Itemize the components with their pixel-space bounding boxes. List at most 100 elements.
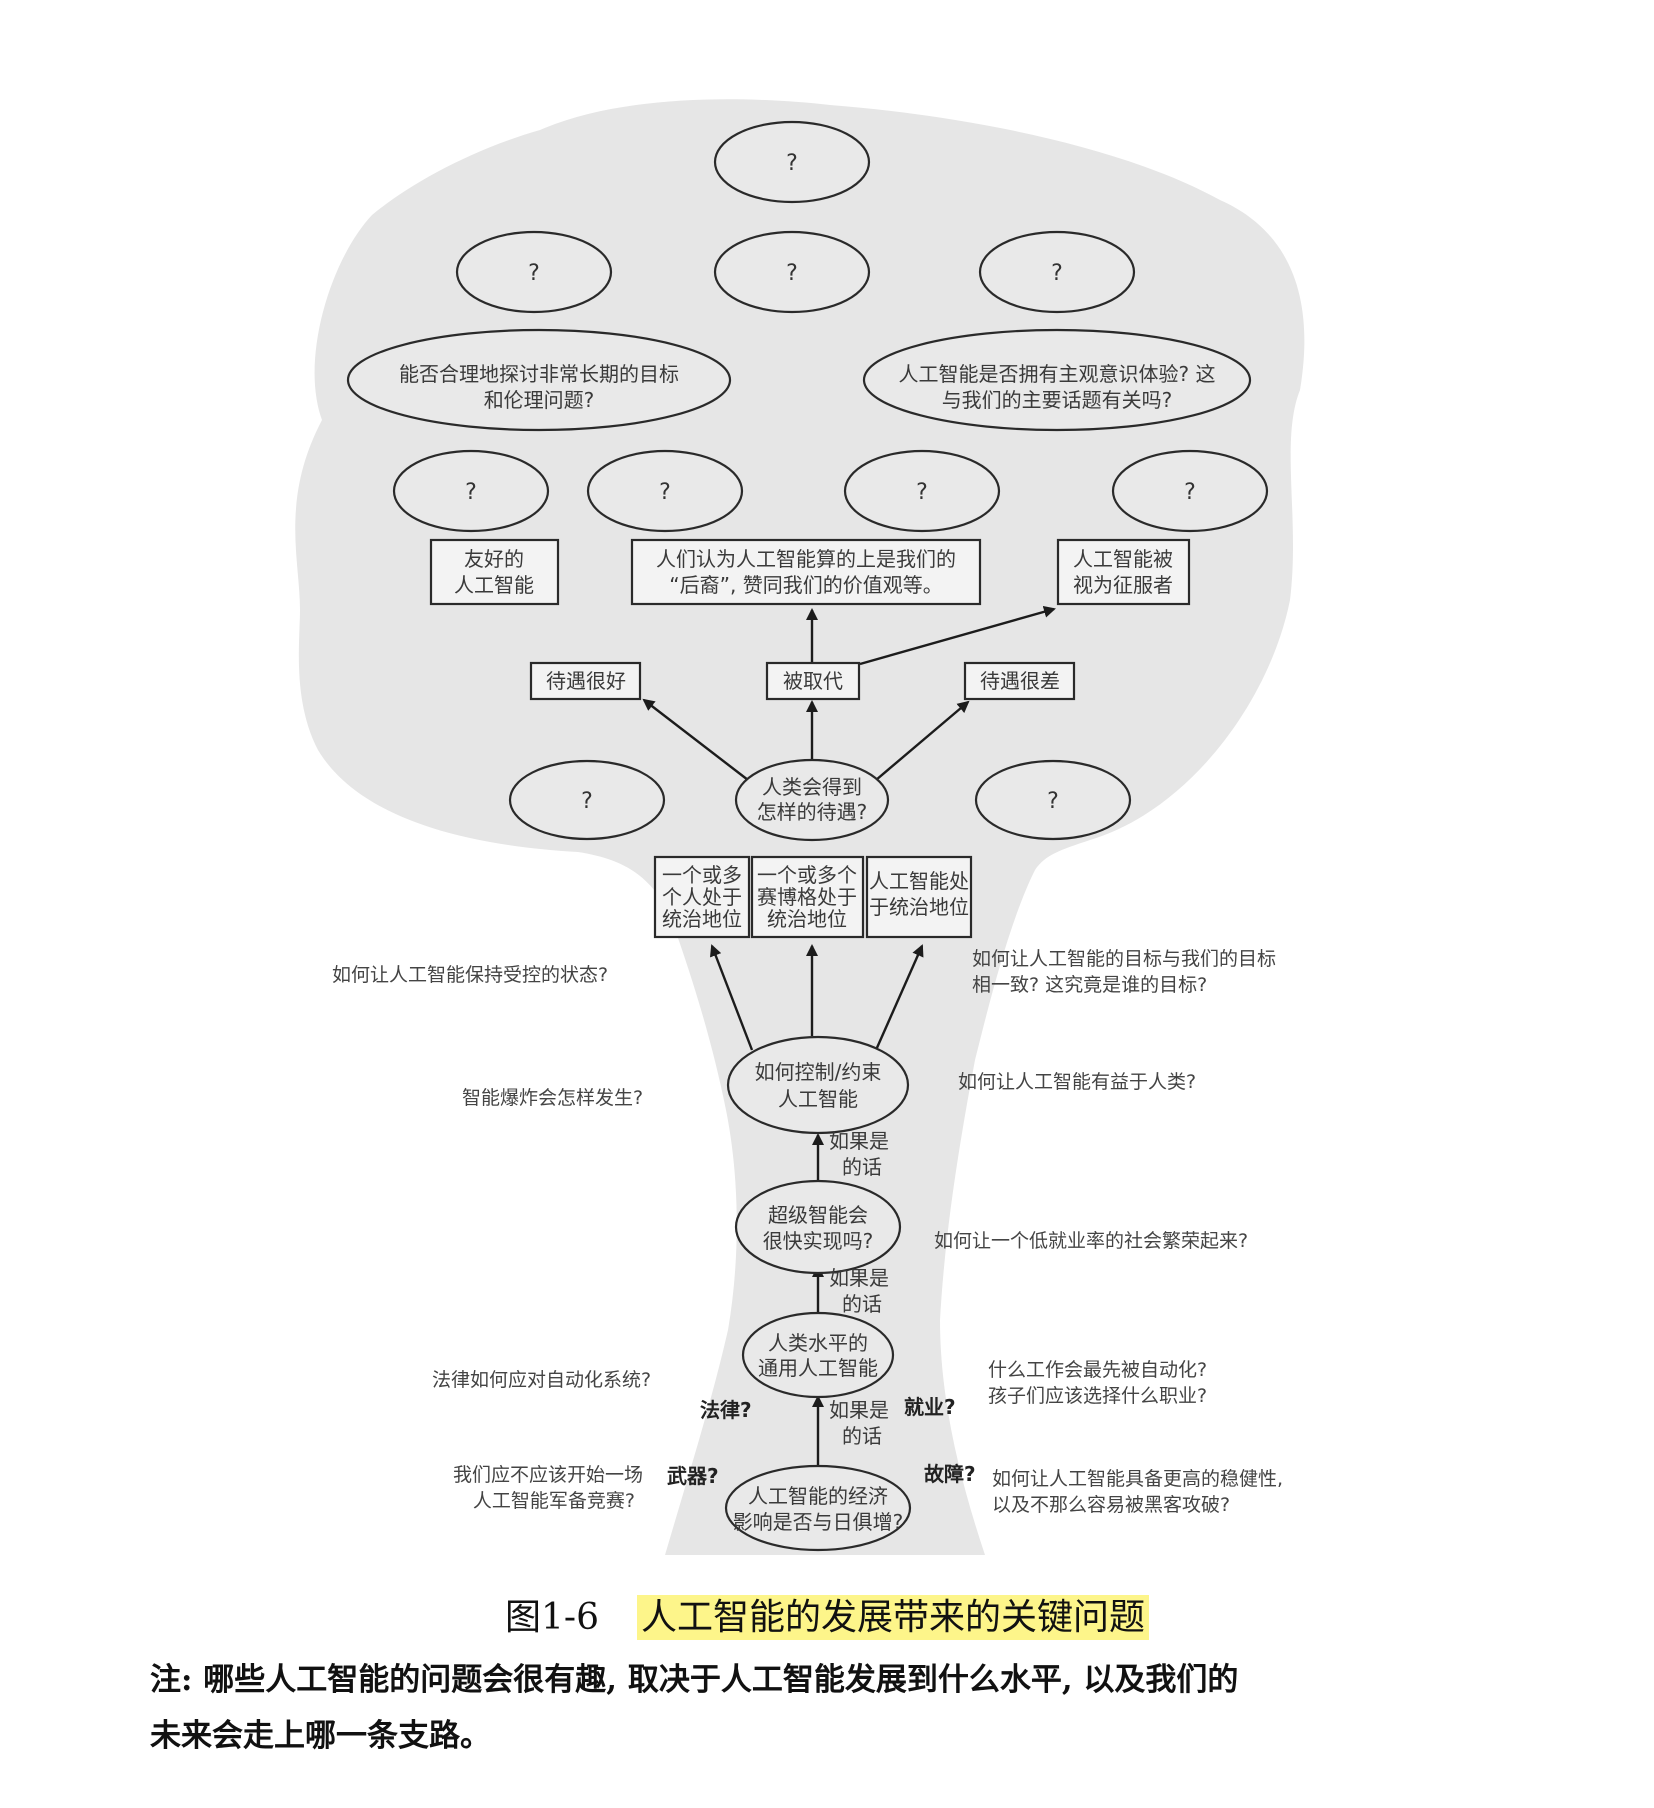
side-question: 法律如何应对自动化系统? <box>432 1369 651 1391</box>
employment-branch-label: 就业? <box>904 1395 956 1419</box>
treated-badly-label: 待遇很差 <box>980 669 1060 693</box>
unknown-question-node <box>455 230 613 314</box>
unknown-question-label: ? <box>1184 480 1196 505</box>
superintelligence-node <box>734 1179 902 1275</box>
unknown-question-label: ? <box>659 480 671 505</box>
arrow-humans-to-treated-badly <box>875 700 970 781</box>
side-question: 我们应不应该开始一场 <box>453 1464 643 1486</box>
unknown-question-label: ? <box>916 480 928 505</box>
figure-caption: 图1-6 人工智能的发展带来的关键问题 <box>0 1588 1654 1640</box>
descendants-box <box>630 538 982 606</box>
unknown-question-node <box>713 120 871 204</box>
unknown-question-label: ? <box>786 151 798 176</box>
economic-impact-node <box>724 1464 912 1552</box>
replaced-box <box>765 661 861 701</box>
humans-dominate-line: 一个或多 <box>662 863 742 887</box>
ai-dominates-box <box>865 855 973 939</box>
replaced-label: 被取代 <box>783 669 843 693</box>
side-question: 如何让人工智能有益于人类? <box>958 1071 1196 1093</box>
side-question: 智能爆炸会怎样发生? <box>462 1087 643 1109</box>
if-so-label: 如果是 <box>829 1129 889 1153</box>
side-question: 以及不那么容易被黑客攻破? <box>992 1494 1230 1516</box>
descendants-line: 人们认为人工智能算的上是我们的 <box>656 547 956 571</box>
ethics-question-node <box>346 328 732 432</box>
unknown-question-label: ? <box>581 789 593 814</box>
side-question: 相一致? 这究竟是谁的目标? <box>972 974 1207 996</box>
if-so-label: 的话 <box>842 1155 882 1179</box>
agi-line: 通用人工智能 <box>758 1356 878 1380</box>
figure-number: 图1-6 <box>505 1597 599 1638</box>
side-question: 如何让人工智能保持受控的状态? <box>332 964 608 986</box>
economic-impact-line: 人工智能的经济 <box>748 1484 888 1508</box>
ethics-question-line: 能否合理地探讨非常长期的目标 <box>399 362 679 386</box>
unknown-question-node <box>586 449 744 533</box>
cyborgs-dominate-line: 一个或多个 <box>757 863 857 887</box>
friendly-ai-line: 友好的 <box>464 547 524 571</box>
unknown-question-node <box>1111 449 1269 533</box>
treated-well-label: 待遇很好 <box>546 669 626 693</box>
unknown-question-label: ? <box>1047 789 1059 814</box>
arrow-replaced-to-conqueror <box>859 605 1056 666</box>
unknown-question-label: ? <box>465 480 477 505</box>
unknown-question-node <box>508 759 666 841</box>
unknown-question-node <box>974 759 1132 841</box>
side-question: 如何让人工智能具备更高的稳健性, <box>992 1468 1283 1490</box>
control-ai-node <box>726 1035 910 1135</box>
ai-dominates-line: 人工智能处 <box>869 869 969 893</box>
side-question: 什么工作会最先被自动化? <box>988 1359 1207 1381</box>
friendly-ai-line: 人工智能 <box>454 573 534 597</box>
economic-impact-line: 影响是否与日俱增? <box>733 1510 904 1534</box>
consciousness-question-node <box>862 328 1252 432</box>
superintelligence-line: 超级智能会 <box>768 1203 868 1227</box>
cyborgs-dominate-line: 赛博格处于 <box>757 885 857 909</box>
conqueror-box <box>1056 538 1191 606</box>
human-treatment-node <box>734 758 890 842</box>
consciousness-question-line: 人工智能是否拥有主观意识体验? 这 <box>899 362 1216 386</box>
humans-dominate-line: 统治地位 <box>662 907 742 931</box>
note-line: 注: 哪些人工智能的问题会很有趣, 取决于人工智能发展到什么水平, 以及我们的 <box>150 1662 1239 1698</box>
ethics-question-line: 和伦理问题? <box>484 388 595 412</box>
conqueror-line: 视为征服者 <box>1073 573 1173 597</box>
law-branch-label: 法律? <box>700 1398 752 1422</box>
side-question: 如何让人工智能的目标与我们的目标 <box>972 948 1276 970</box>
cyborgs-dominate-box <box>750 855 865 939</box>
note-line: 未来会走上哪一条支路。 <box>150 1718 491 1754</box>
arrow-humans-to-treated-well <box>642 698 749 781</box>
agi-node <box>741 1311 895 1399</box>
faults-branch-label: 故障? <box>924 1462 976 1486</box>
unknown-question-label: ? <box>1051 261 1063 286</box>
control-ai-line: 如何控制/约束 <box>755 1060 882 1084</box>
unknown-question-label: ? <box>528 261 540 286</box>
treated-badly-box <box>963 661 1076 701</box>
treated-well-box <box>529 661 642 701</box>
if-so-label: 的话 <box>842 1292 882 1316</box>
consciousness-question-line: 与我们的主要话题有关吗? <box>942 388 1173 412</box>
arrow-control-to-dom3 <box>874 944 924 1051</box>
ai-question-tree-diagram: ? ? ? ? 能否合理地探讨非常长期的目标 和伦理问题? 人工智能是否拥有主观… <box>295 99 1305 1556</box>
figure-title: 人工智能的发展带来的关键问题 <box>636 1595 1149 1640</box>
if-so-label: 的话 <box>842 1424 882 1448</box>
side-question: 人工智能军备竞赛? <box>473 1490 635 1512</box>
control-ai-line: 人工智能 <box>778 1087 858 1111</box>
friendly-ai-box <box>429 538 560 606</box>
figure-note: 注: 哪些人工智能的问题会很有趣, 取决于人工智能发展到什么水平, 以及我们的 … <box>150 1652 1480 1764</box>
unknown-question-node <box>392 449 550 533</box>
unknown-question-node <box>978 230 1136 314</box>
humans-dominate-line: 个人处于 <box>662 885 742 909</box>
superintelligence-line: 很快实现吗? <box>763 1229 874 1253</box>
side-question: 如何让一个低就业率的社会繁荣起来? <box>934 1230 1248 1252</box>
side-question: 孩子们应该选择什么职业? <box>988 1385 1207 1407</box>
agi-line: 人类水平的 <box>768 1331 868 1355</box>
humans-dominate-box <box>653 855 751 939</box>
cyborgs-dominate-line: 统治地位 <box>767 907 847 931</box>
if-so-label: 如果是 <box>829 1266 889 1290</box>
unknown-question-node <box>713 230 871 314</box>
descendants-line: “后裔”, 赞同我们的价值观等。 <box>669 573 942 597</box>
if-so-label: 如果是 <box>829 1398 889 1422</box>
ai-dominates-line: 于统治地位 <box>869 895 969 919</box>
human-treatment-line: 怎样的待遇? <box>757 800 868 824</box>
unknown-question-node <box>843 449 1001 533</box>
unknown-question-label: ? <box>786 261 798 286</box>
arrow-control-to-dom1 <box>709 944 754 1051</box>
weapons-branch-label: 武器? <box>667 1464 719 1488</box>
